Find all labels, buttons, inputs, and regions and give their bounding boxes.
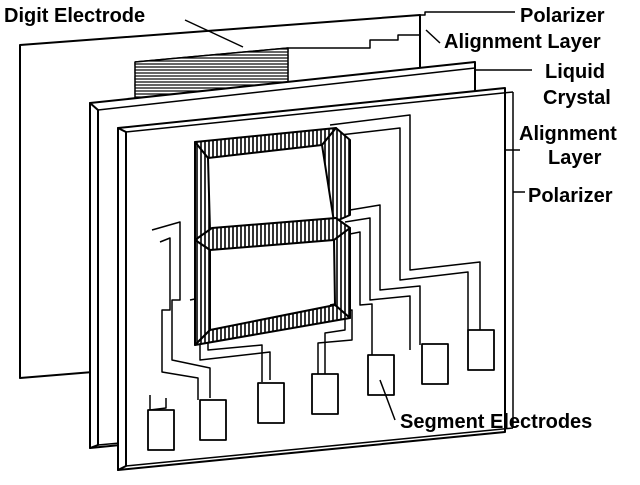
label-polarizer-bottom: Polarizer: [528, 185, 613, 207]
label-polarizer-top: Polarizer: [520, 5, 605, 27]
seven-segment-digit: [194, 127, 351, 346]
segment-f: [194, 141, 211, 241]
label-crystal: Crystal: [543, 87, 611, 109]
segment-e: [194, 239, 211, 346]
label-digit-electrode: Digit Electrode: [4, 5, 145, 27]
leader-lines: [184, 11, 532, 421]
segment-c: [333, 227, 351, 319]
label-liquid: Liquid: [545, 61, 605, 83]
label-layer: Layer: [548, 147, 602, 169]
segment-b: [321, 127, 351, 223]
segment-d: [194, 304, 351, 346]
front-polarizer-sheet: [117, 87, 514, 471]
label-alignment: Alignment: [519, 123, 617, 145]
label-alignment-layer-top: Alignment Layer: [444, 31, 601, 53]
label-segment-electrodes: Segment Electrodes: [400, 411, 592, 433]
connector-pads: [147, 329, 495, 451]
